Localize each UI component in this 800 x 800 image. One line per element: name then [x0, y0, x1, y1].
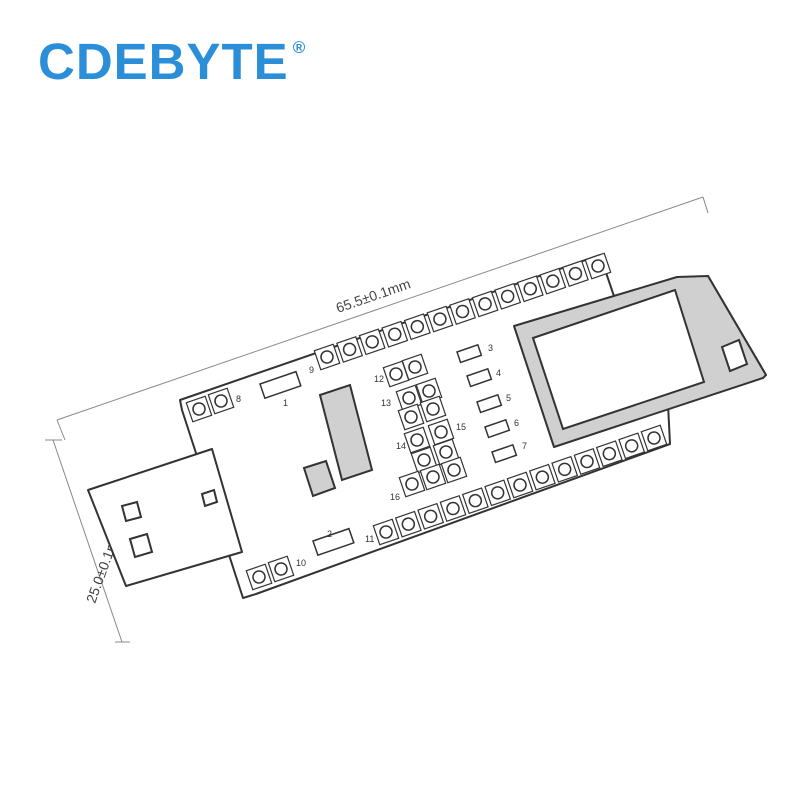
pad-2 — [312, 527, 355, 557]
ic-chip-small — [302, 459, 337, 498]
logo-text: CDEBYTE — [38, 33, 289, 90]
pin-hole — [403, 426, 431, 454]
pin-hole — [426, 305, 454, 333]
pin-hole — [516, 275, 544, 303]
pin-hole — [401, 353, 429, 381]
pin-label-16: 16 — [390, 492, 400, 502]
pin-hole — [506, 471, 534, 499]
header-14b — [410, 438, 460, 474]
pad-7 — [491, 443, 518, 464]
pin-hole — [439, 495, 467, 522]
module-shield — [531, 288, 706, 431]
top-header-row — [313, 252, 612, 371]
pin-hole — [618, 432, 646, 460]
bottom-header-row — [372, 424, 668, 546]
pin-label-15: 15 — [456, 422, 466, 432]
pin-label-2: 2 — [327, 529, 332, 539]
pin-hole — [358, 328, 386, 356]
pin-label-8: 8 — [236, 394, 241, 404]
pin-hole — [185, 395, 213, 423]
registered-mark: ® — [292, 38, 306, 57]
pin-hole — [394, 510, 422, 538]
pin-hole — [484, 479, 512, 507]
pin-hole — [403, 313, 431, 341]
module-led — [720, 338, 749, 373]
pin-hole — [419, 463, 447, 491]
pin-label-9: 9 — [309, 365, 314, 375]
header-16 — [398, 456, 468, 498]
pin-hole — [640, 424, 668, 452]
pad-4 — [466, 367, 493, 388]
pin-label-6: 6 — [514, 418, 519, 428]
ic-chip-large — [318, 383, 374, 482]
header-8 — [185, 387, 235, 423]
pin-hole — [381, 320, 409, 348]
length-dimension — [56, 196, 709, 441]
pin-label-10: 10 — [296, 558, 306, 568]
pin-label-4: 4 — [496, 368, 501, 378]
pin-hole — [528, 463, 556, 491]
pin-hole — [313, 343, 341, 371]
pin-hole — [397, 403, 425, 431]
header-12 — [382, 353, 429, 388]
pin-hole — [440, 456, 468, 484]
header-10 — [245, 555, 295, 591]
pin-label-3: 3 — [488, 343, 493, 353]
pin-label-5: 5 — [506, 393, 511, 403]
pin-hole — [372, 518, 400, 546]
length-label: 65.5±0.1mm — [334, 275, 413, 315]
pin-label-11: 11 — [365, 534, 374, 544]
pin-hole — [461, 487, 489, 515]
pad-3 — [456, 343, 483, 364]
pin-hole — [382, 360, 410, 388]
pin-hole — [419, 395, 447, 423]
pin-hole — [494, 282, 522, 310]
pin-hole — [551, 455, 579, 483]
pin-hole — [336, 335, 364, 363]
pin-label-13: 13 — [381, 398, 391, 408]
pin-hole — [410, 446, 438, 474]
pin-hole — [584, 252, 612, 280]
usb-connector — [87, 448, 243, 587]
pin-hole — [573, 448, 601, 475]
pin-label-1: 1 — [283, 398, 288, 408]
pin-hole — [398, 470, 426, 498]
pin-hole — [427, 418, 455, 446]
pin-hole — [539, 267, 567, 295]
header-14a — [403, 418, 455, 454]
pin-hole — [207, 387, 235, 415]
pin-hole — [471, 290, 499, 318]
pad-1 — [259, 370, 302, 400]
width-dimension — [45, 439, 130, 643]
pin-label-14: 14 — [396, 441, 406, 451]
pin-hole — [595, 440, 623, 468]
pin-label-12: 12 — [374, 374, 384, 384]
cdebyte-logo: CDEBYTE ® — [38, 32, 305, 92]
header-13b — [397, 395, 447, 431]
pin-hole — [561, 260, 589, 288]
pin-hole — [267, 555, 295, 583]
pin-hole — [449, 298, 476, 325]
pin-hole — [245, 563, 273, 591]
pin-label-7: 7 — [522, 441, 527, 451]
pad-6 — [484, 418, 511, 439]
pin-hole — [432, 438, 460, 466]
pin-hole — [417, 502, 445, 530]
pad-5 — [476, 393, 503, 414]
